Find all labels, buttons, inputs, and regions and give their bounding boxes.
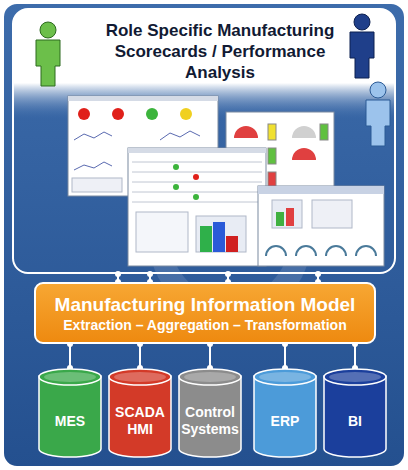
cylinder-label: BI [348,413,362,430]
model-title: Manufacturing Information Model [55,293,356,316]
person-icon [350,14,374,78]
person-icon [36,22,60,86]
connector-line [67,341,73,371]
database-cylinder: Control Systems [178,368,242,458]
dashboard-screenshot [128,148,266,266]
connector-line [207,341,213,371]
cylinder-label: ERP [271,413,300,430]
scorecard-panel: Role Specific Manufacturing Scorecards /… [12,8,396,274]
connector-line [352,341,358,371]
connector-line [282,341,288,371]
person-icon [366,82,390,146]
panel-title: Role Specific Manufacturing Scorecards /… [100,20,340,83]
connector-line [137,341,143,371]
database-cylinder: SCADA HMI [108,368,172,458]
database-cylinder: ERP [253,368,317,458]
cylinder-label: MES [55,413,85,430]
database-cylinder: BI [323,368,387,458]
cylinder-label: SCADA HMI [111,404,169,438]
model-subtitle: Extraction – Aggregation – Transformatio… [63,316,346,334]
database-cylinder: MES [38,368,102,458]
cylinder-label: Control Systems [181,404,239,438]
model-box: Manufacturing Information ModelExtractio… [34,282,376,344]
dashboard-screenshot [258,186,384,266]
